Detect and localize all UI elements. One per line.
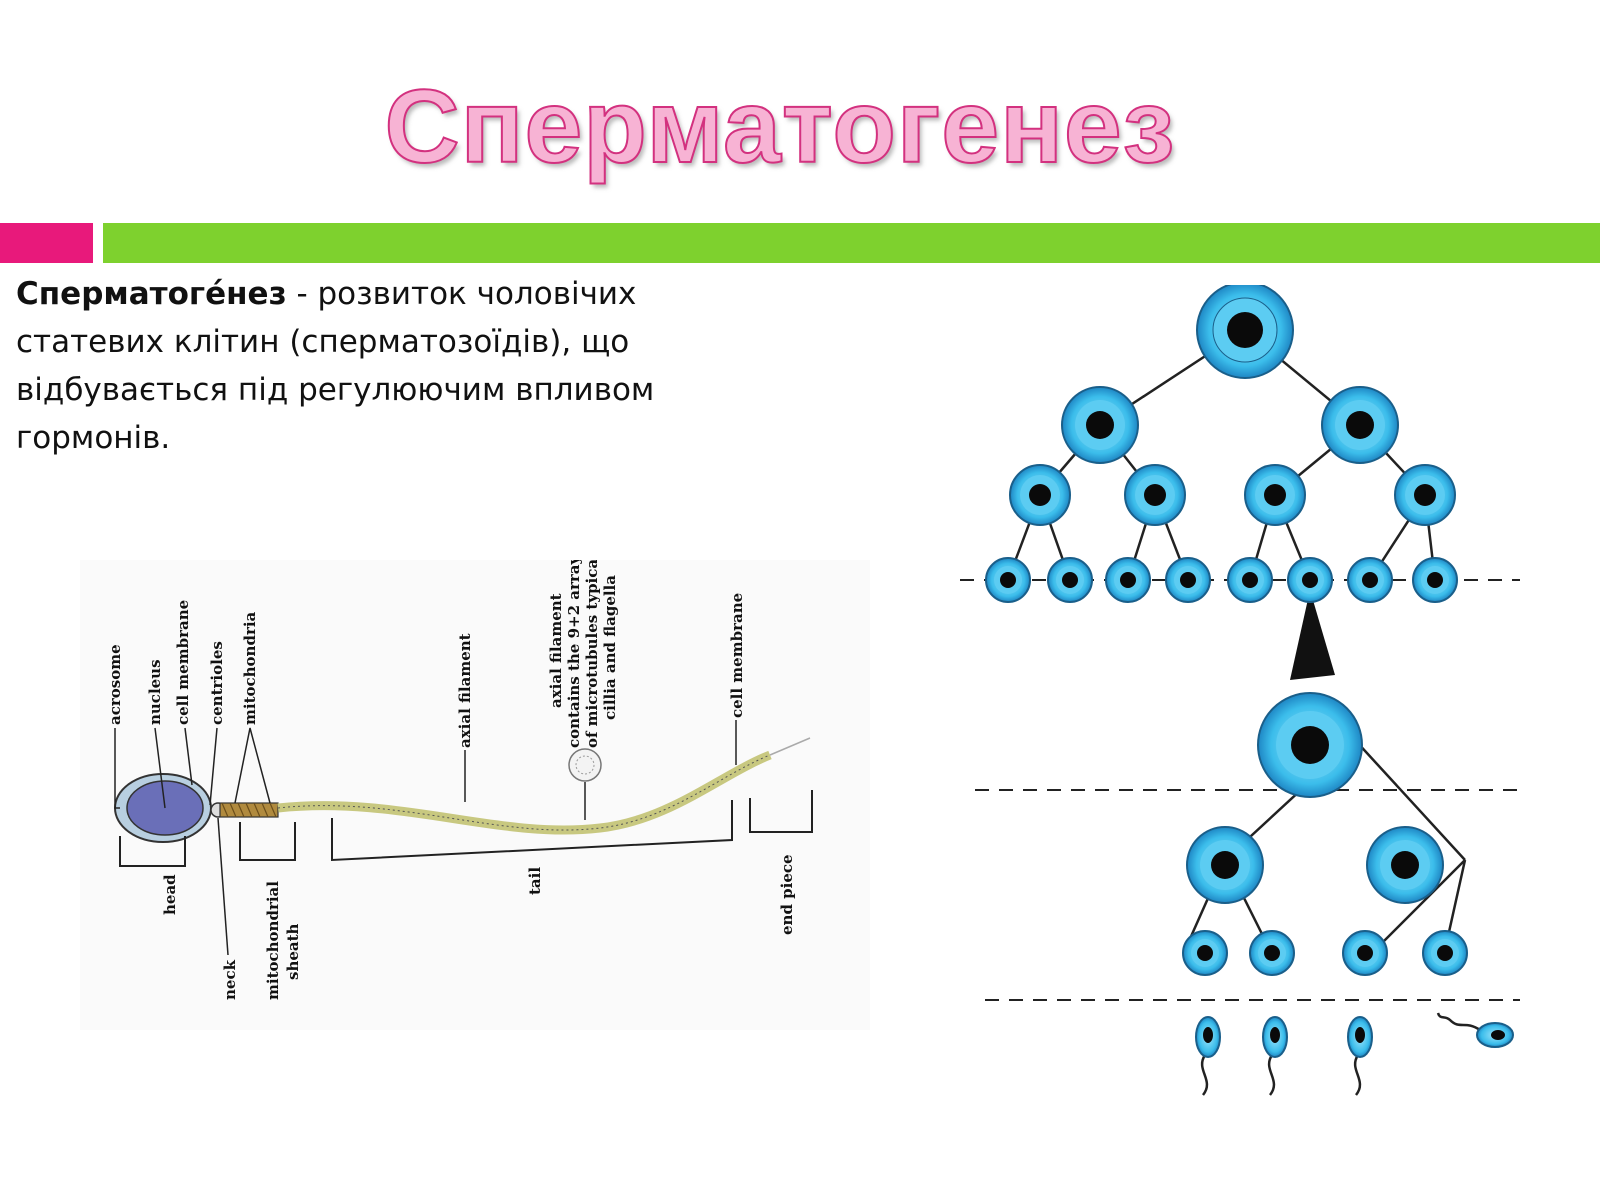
label-cell-membrane-tail: cell membrane: [728, 593, 746, 718]
label-acrosome: acrosome: [106, 644, 124, 725]
definition-text: Сперматоге́нез - розвиток чоловічих стат…: [16, 270, 676, 462]
label-nucleus: nucleus: [146, 659, 164, 725]
label-mitochondria: mitochondria: [241, 611, 259, 725]
label-axial-note-3: of microtubules typical of: [583, 560, 601, 748]
label-tail: tail: [526, 867, 544, 895]
cell-spermatogonium: [1196, 285, 1294, 379]
accent-bar-green: [103, 223, 1600, 263]
spermatogenesis-division-diagram: [960, 285, 1520, 1096]
label-mito-sheath-1: mitochondrial: [264, 881, 282, 1000]
label-axial-filament: axial filament: [456, 633, 474, 748]
label-cell-membrane: cell membrane: [174, 600, 192, 725]
spermatozoa: [1200, 1012, 1481, 1096]
label-mito-sheath-2: sheath: [284, 923, 302, 980]
label-end-piece: end piece: [778, 854, 796, 935]
definition-body: - розвиток чоловічих статевих клітин (сп…: [16, 276, 655, 456]
microtubule-cross-section: [568, 748, 602, 782]
label-head: head: [161, 874, 179, 915]
cell-spermatocyte: [1257, 692, 1363, 798]
accent-bar-pink: [0, 223, 93, 263]
slide-title: Сперматогенез: [384, 68, 1176, 186]
label-axial-note-4: cillia and flagella: [601, 575, 619, 720]
sperm-structure-diagram: acrosome nucleus cell membrane centriole…: [80, 560, 870, 1030]
label-axial-note-2: contains the 9+2 array: [565, 560, 583, 748]
label-axial-note-1: axial filament: [547, 593, 565, 708]
label-centrioles: centrioles: [208, 641, 226, 725]
definition-term: Сперматоге́нез: [16, 276, 287, 312]
label-neck: neck: [221, 959, 239, 1000]
